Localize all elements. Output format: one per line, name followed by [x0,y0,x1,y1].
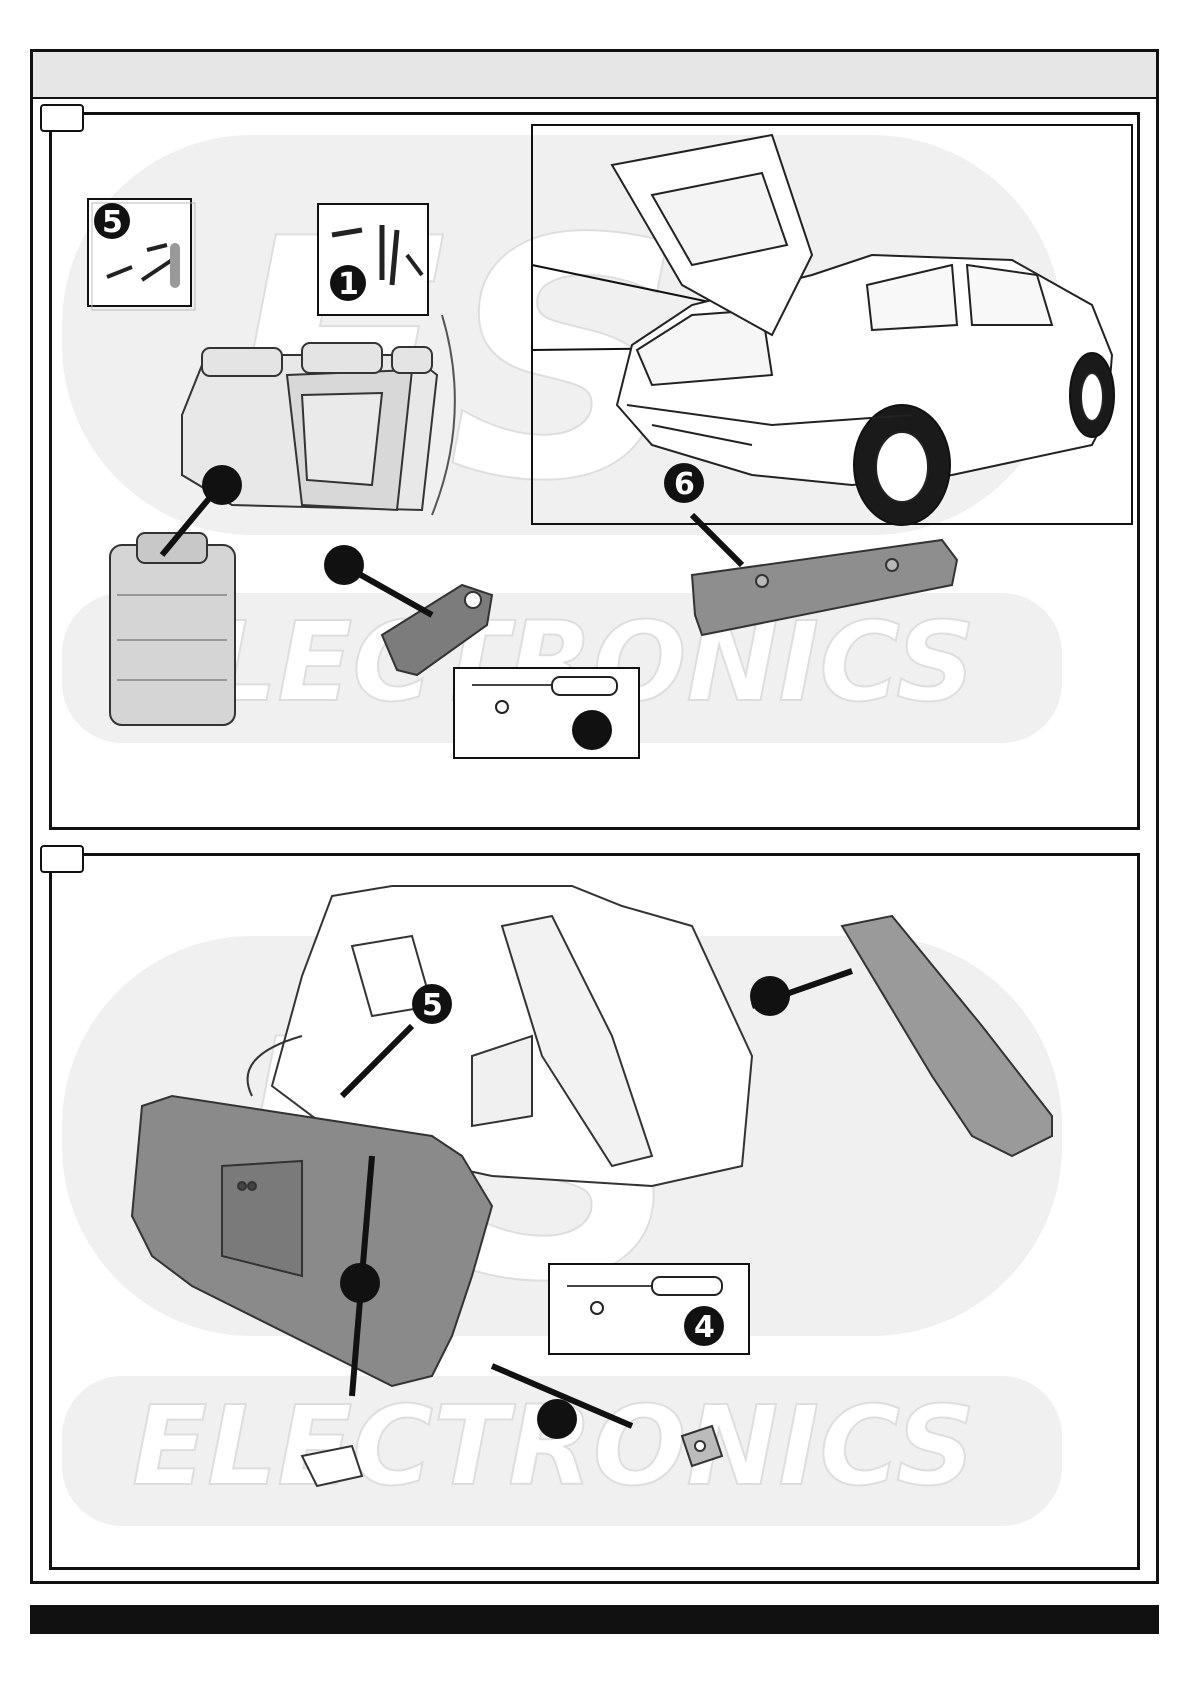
torx-icon [591,1302,603,1314]
panel-a-drawing: ELECTRONICS ES [52,115,1140,830]
step-panel-a: ELECTRONICS ES [49,112,1140,830]
torx-icon [496,701,508,713]
step-tab-a [40,104,84,132]
seat-backrest-part [110,533,235,725]
callout-badge-unlabeled [537,1399,577,1439]
callout-badge-unlabeled [750,976,790,1016]
callout-6-label: 6 [674,467,695,502]
callout-5-label: 5 [422,988,443,1023]
callout-badge-tool [572,710,612,750]
tool-box-torx: 4 [549,1264,749,1354]
sheet-header [33,52,1156,99]
callout-badge-unlabeled [202,465,242,505]
footer-bar [30,1605,1159,1634]
callout-badge-unlabeled [340,1263,380,1303]
fold-instruction-box-5: 5 [88,199,195,310]
tool-box-torx [454,668,639,758]
step-panel-b: ELECTRONICS ES [49,853,1140,1570]
callout-4-label: 4 [694,1310,715,1345]
panel-b-drawing: ELECTRONICS ES [52,856,1140,1570]
callout-1-label: 1 [338,267,359,302]
fold-instruction-box-1: 1 [318,204,428,315]
callout-5-label: 5 [102,205,123,240]
boot-side-trim-part [132,1096,492,1386]
callout-badge-unlabeled [324,545,364,585]
step-tab-b [40,845,84,873]
